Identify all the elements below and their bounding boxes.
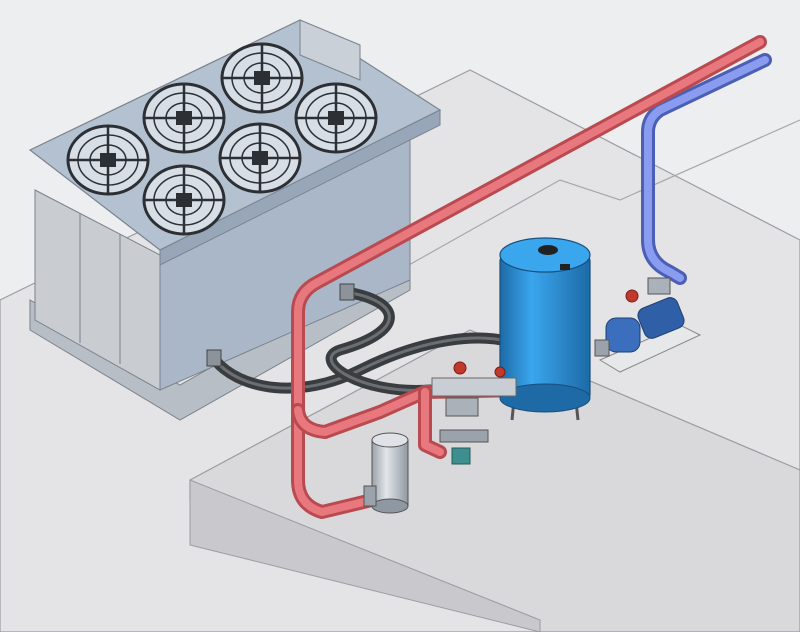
- tank-lug: [560, 264, 570, 270]
- fan-front-bottom: [142, 164, 226, 236]
- fan-front-center: [218, 122, 302, 194]
- strainer-flange: [363, 485, 377, 507]
- expansion-fitting: [439, 429, 489, 443]
- fan-rear-center: [220, 42, 304, 114]
- hot-water-pipe: [291, 35, 767, 519]
- pump-volute: [605, 317, 641, 353]
- y-strainer-filter: [363, 432, 409, 514]
- check-valve: [445, 397, 479, 417]
- pump-motor: [637, 297, 685, 339]
- pump-valve-handwheel: [625, 289, 639, 303]
- manifold-pipe: [431, 377, 517, 397]
- valve-manifold: [431, 361, 517, 465]
- fan-array: [66, 42, 378, 236]
- hose-fitting-left: [206, 349, 222, 367]
- hose-upper-highlight: [329, 290, 432, 392]
- tank-cap: [538, 245, 558, 255]
- strainer-cap: [371, 432, 409, 448]
- tank-lid: [499, 237, 591, 273]
- cooler-end-cap: [299, 19, 361, 81]
- pump-outlet-flange: [594, 339, 610, 357]
- slab-wall-edge: [399, 119, 800, 271]
- fan-front-left: [66, 124, 150, 196]
- valve-handwheel-2: [494, 366, 506, 378]
- ball-valve-teal: [451, 447, 471, 465]
- strainer-base: [371, 498, 409, 514]
- circulation-pump: [594, 277, 702, 373]
- cooler-front-lip: [159, 109, 441, 266]
- fan-mid-right: [294, 82, 378, 154]
- fan-mid-left: [142, 82, 226, 154]
- cold-water-pipe: [641, 53, 772, 285]
- strainer-body: [371, 439, 409, 507]
- tank-bottom: [499, 383, 591, 413]
- hose-fitting-top: [339, 283, 355, 301]
- valve-handwheel-1: [453, 361, 467, 375]
- pump-valve-body: [647, 277, 671, 295]
- flexible-hoses: [206, 283, 526, 396]
- hose-lower-highlight: [213, 336, 522, 390]
- plinth-front-face: [189, 479, 541, 632]
